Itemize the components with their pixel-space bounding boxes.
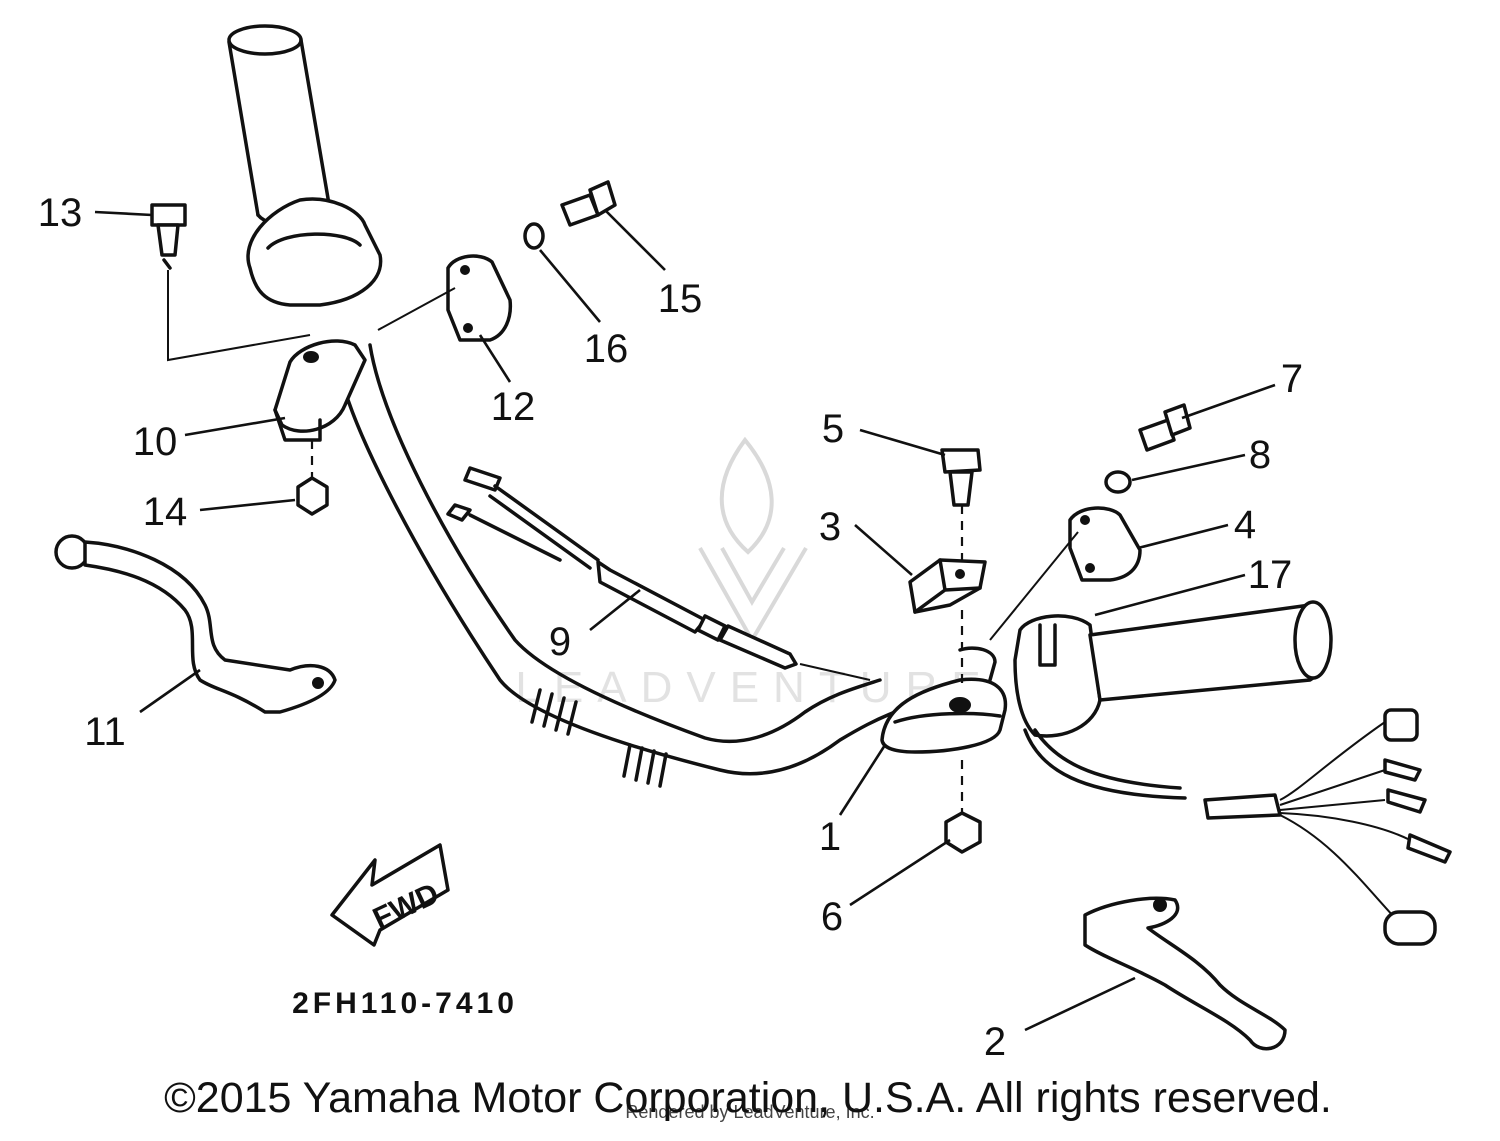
- right-lever: [1083, 896, 1287, 1051]
- washer-16: [523, 222, 545, 250]
- nut-14: [296, 476, 329, 516]
- callout-12: 12: [491, 385, 536, 429]
- nut-6: [944, 811, 982, 854]
- callout-6: 6: [821, 895, 843, 939]
- screw-15: [560, 180, 617, 227]
- callout-2: 2: [984, 1020, 1006, 1064]
- watermark-logo-icon: [698, 436, 808, 645]
- washer-8: [1104, 470, 1132, 494]
- left-grip: [227, 24, 383, 307]
- clamp-12: [446, 254, 513, 342]
- callout-5: 5: [822, 407, 844, 451]
- clutch-cable: [446, 466, 871, 681]
- screw-7: [1138, 403, 1192, 452]
- callout-7: 7: [1281, 357, 1303, 401]
- callout-10: 10: [133, 420, 178, 464]
- callout-4: 4: [1234, 503, 1256, 547]
- callout-13: 13: [38, 191, 83, 235]
- rendered-by-note: Rendered by LeadVenture, Inc.: [625, 1102, 874, 1122]
- fwd-arrow: FWD: [330, 843, 450, 947]
- right-holder: [880, 646, 1008, 754]
- right-switch-assembly: [1013, 600, 1452, 946]
- bolt-13: [150, 203, 187, 270]
- callout-17: 17: [1248, 553, 1293, 597]
- handlebar: [336, 343, 897, 788]
- copyright-notice: ©2015 Yamaha Motor Corporation, U.S.A. A…: [164, 1074, 1332, 1122]
- left-holder: [273, 339, 367, 442]
- leader-lines: [94, 209, 1276, 1032]
- callout-1: 1: [819, 815, 841, 859]
- bolt-5: [940, 448, 982, 507]
- switch-3: [908, 558, 987, 614]
- part-code: 2FH110-7410: [292, 987, 518, 1020]
- callout-15: 15: [658, 277, 703, 321]
- callout-9: 9: [549, 620, 571, 664]
- clamp-4: [1068, 506, 1142, 582]
- callout-14: 14: [143, 490, 188, 534]
- callout-16: 16: [584, 327, 629, 371]
- left-lever: [54, 534, 337, 714]
- callout-11: 11: [84, 710, 126, 754]
- callouts: 1 2 3 4 5 6 7 8 9 10 11 12 13 14 15 16 1…: [38, 191, 1303, 1064]
- callout-8: 8: [1249, 433, 1271, 477]
- callout-3: 3: [819, 505, 841, 549]
